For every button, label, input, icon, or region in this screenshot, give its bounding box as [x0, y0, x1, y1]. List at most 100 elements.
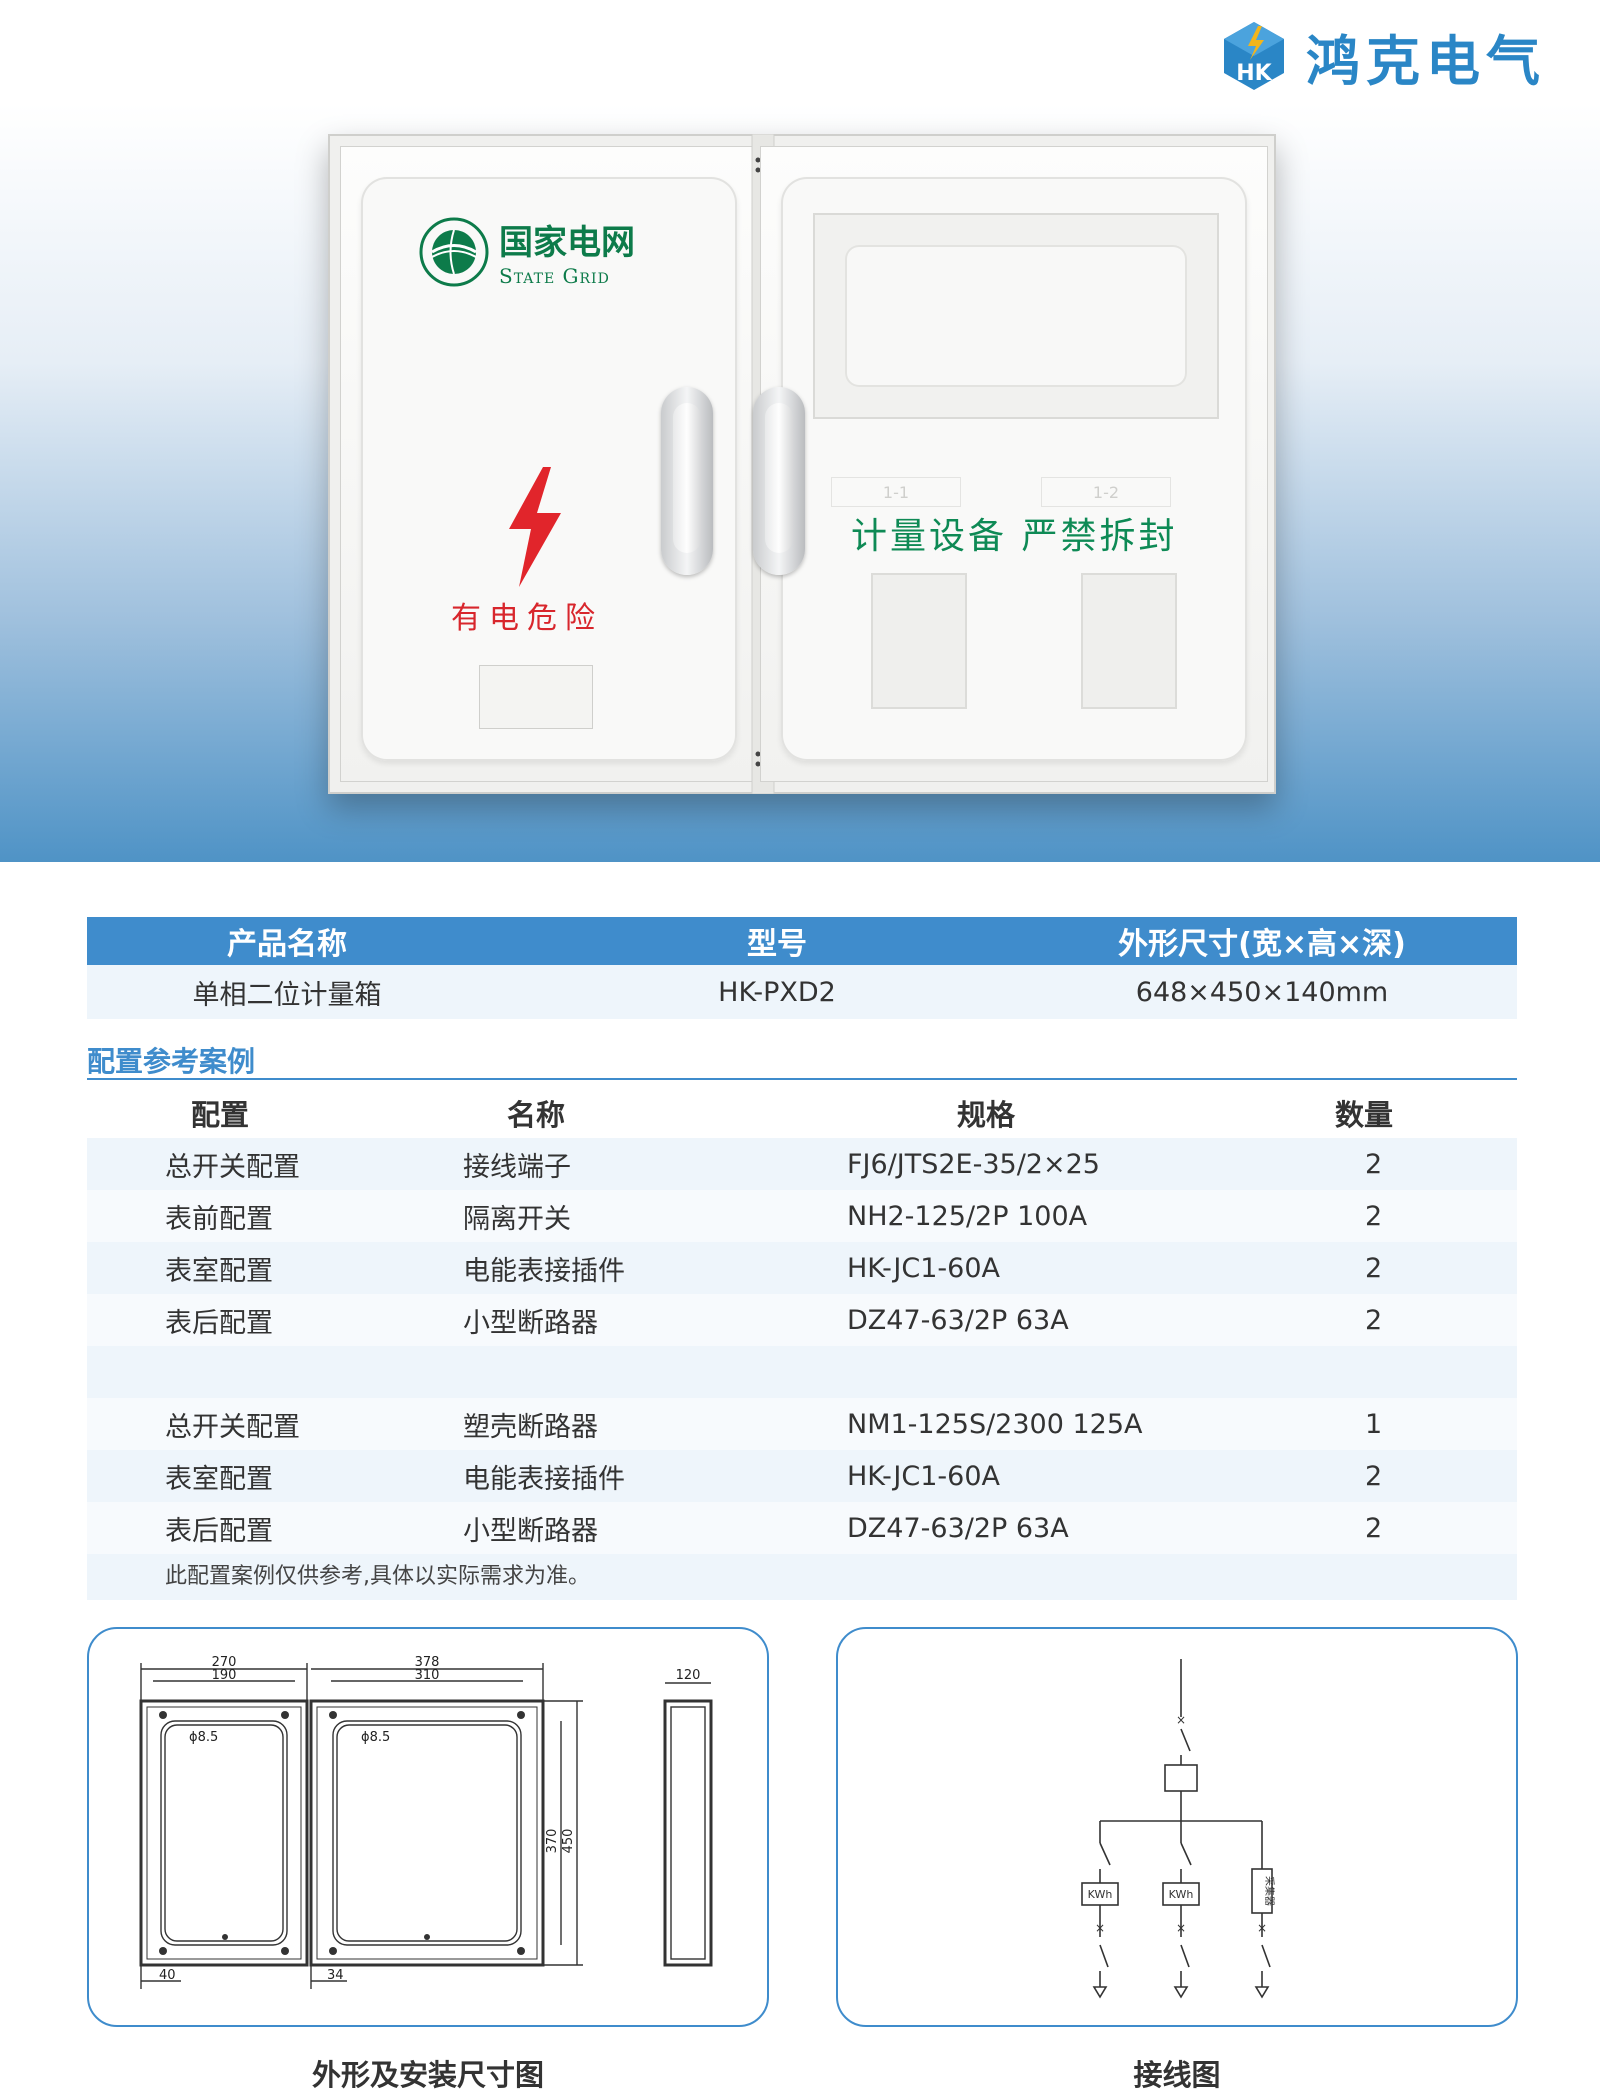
dim-right-inner: 310 [415, 1668, 440, 1683]
name-cell: 小型断路器 [463, 1307, 598, 1339]
spec-cell: HK-JC1-60A [847, 1252, 1000, 1284]
config-cell: 总开关配置 [165, 1411, 300, 1443]
spec-cell: DZ47-63/2P 63A [847, 1512, 1069, 1544]
dim-hole-right: ϕ8.5 [361, 1730, 390, 1745]
spec-cell: NM1-125S/2300 125A [847, 1408, 1143, 1440]
table-row: 总开关配置 塑壳断路器 NM1-125S/2300 125A 1 [87, 1398, 1517, 1450]
config-cell: 表前配置 [165, 1203, 273, 1235]
dim-left-inner: 190 [212, 1668, 237, 1683]
collector-label: 采集器 [1263, 1876, 1276, 1906]
slot-label-2: 1-2 [1041, 477, 1171, 507]
breaker-window [813, 213, 1219, 419]
meter-window-1 [871, 573, 967, 709]
spec-cell: DZ47-63/2P 63A [847, 1304, 1069, 1336]
config-title: 配置参考案例 [87, 1045, 256, 1078]
svg-text:×: × [1176, 1921, 1186, 1935]
config-cell: 表室配置 [165, 1463, 273, 1495]
qty-cell: 2 [1365, 1304, 1383, 1336]
slot-label-1: 1-1 [831, 477, 961, 507]
name-cell: 电能表接插件 [463, 1255, 625, 1287]
table-row: 表后配置 小型断路器 DZ47-63/2P 63A 2 [87, 1294, 1517, 1346]
left-door-handle [661, 387, 713, 575]
state-grid-cn: 国家电网 [499, 223, 635, 263]
right-door: 1-1 1-2 计量设备 严禁拆封 [753, 146, 1268, 782]
config-table-header: 配置 名称 规格 数量 [87, 1088, 1517, 1138]
brand-hexagon-icon: HK [1224, 22, 1284, 90]
dim-height-inner: 370 [545, 1829, 560, 1854]
config-divider [87, 1078, 1517, 1080]
name-cell: 接线端子 [463, 1151, 571, 1183]
config-table: 配置 名称 规格 数量 总开关配置 接线端子 FJ6/JTS2E-35/2×25… [87, 1088, 1517, 1600]
wiring-diagram-panel: KWh KWh 采集器 × × × × [836, 1627, 1518, 2027]
state-grid-en: State Grid [499, 264, 610, 288]
table-row-spacer [87, 1346, 1517, 1398]
brand-logo: HK 鸿克电气 [1222, 20, 1546, 93]
name-cell: 隔离开关 [463, 1203, 571, 1235]
config-table-body: 总开关配置 接线端子 FJ6/JTS2E-35/2×25 2 表前配置 隔离开关… [87, 1138, 1517, 1554]
meter-warning-label: 计量设备 严禁拆封 [851, 516, 1178, 557]
table-row: 表室配置 电能表接插件 HK-JC1-60A 2 [87, 1242, 1517, 1294]
dimension-drawing-panel: 270 190 378 310 120 ϕ8.5 ϕ8.5 40 34 370 … [87, 1627, 769, 2027]
svg-text:×: × [1176, 1713, 1186, 1727]
meter-window-2 [1081, 573, 1177, 709]
qty-cell: 2 [1365, 1200, 1383, 1232]
spec-header-model: 型号 [747, 927, 807, 962]
dim-offset-left: 40 [159, 1968, 176, 1983]
wiring-diagram-caption: 接线图 [1133, 2058, 1221, 2092]
spec-header-name: 产品名称 [227, 927, 347, 962]
meter-label-1: KWh [1088, 1888, 1113, 1901]
product-hero: HK 鸿克电气 国家电网 State Grid [0, 0, 1600, 862]
config-cell: 表室配置 [165, 1255, 273, 1287]
breaker-window-cover [845, 245, 1187, 387]
dim-right-outer: 378 [415, 1655, 440, 1670]
config-header-name: 名称 [507, 1098, 566, 1132]
spec-table-row: 单相二位计量箱 HK-PXD2 648×450×140mm [87, 965, 1517, 1019]
wiring-diagram: KWh KWh 采集器 × × × × [1081, 1659, 1276, 1999]
right-door-handle [753, 387, 805, 575]
lightning-bolt-icon [509, 467, 561, 587]
spec-cell: HK-JC1-60A [847, 1460, 1000, 1492]
dimension-drawing-caption: 外形及安装尺寸图 [311, 2058, 544, 2092]
dim-hole-left: ϕ8.5 [189, 1730, 218, 1745]
name-plate [479, 665, 593, 729]
spec-cell-size: 648×450×140mm [1135, 976, 1389, 1008]
name-cell: 塑壳断路器 [463, 1411, 598, 1443]
config-cell: 总开关配置 [165, 1151, 300, 1183]
qty-cell: 1 [1365, 1408, 1383, 1440]
qty-cell: 2 [1365, 1460, 1383, 1492]
config-header-spec: 规格 [957, 1098, 1016, 1132]
config-cell: 表后配置 [165, 1307, 273, 1339]
state-grid-logo: 国家电网 State Grid [419, 215, 635, 288]
spec-header-size: 外形尺寸(宽×高×深) [1118, 927, 1406, 962]
spec-table-header: 产品名称 型号 外形尺寸(宽×高×深) [87, 917, 1517, 965]
svg-text:×: × [1257, 1921, 1267, 1935]
spec-table: 产品名称 型号 外形尺寸(宽×高×深) 单相二位计量箱 HK-PXD2 648×… [87, 917, 1517, 1019]
left-door: 国家电网 State Grid 有电危险 [340, 146, 758, 782]
spec-cell: NH2-125/2P 100A [847, 1200, 1088, 1232]
qty-cell: 2 [1365, 1148, 1383, 1180]
table-row: 总开关配置 接线端子 FJ6/JTS2E-35/2×25 2 [87, 1138, 1517, 1190]
qty-cell: 2 [1365, 1512, 1383, 1544]
config-header-qty: 数量 [1335, 1098, 1394, 1132]
config-note: 此配置案例仅供参考,具体以实际需求为准。 [87, 1554, 1517, 1600]
dim-left-outer: 270 [212, 1655, 237, 1670]
meter-label-2: KWh [1169, 1888, 1194, 1901]
config-header-config: 配置 [191, 1098, 250, 1132]
state-grid-globe-icon [419, 217, 489, 286]
spec-cell-name: 单相二位计量箱 [192, 979, 382, 1011]
table-row: 表后配置 小型断路器 DZ47-63/2P 63A 2 [87, 1502, 1517, 1554]
dim-height-outer: 450 [561, 1829, 576, 1854]
qty-cell: 2 [1365, 1252, 1383, 1284]
brand-letters: HK [1236, 61, 1272, 86]
table-row: 表室配置 电能表接插件 HK-JC1-60A 2 [87, 1450, 1517, 1502]
spec-cell: FJ6/JTS2E-35/2×25 [847, 1148, 1100, 1180]
dim-depth: 120 [676, 1668, 701, 1683]
spec-cell-model: HK-PXD2 [718, 976, 836, 1008]
dim-offset-right: 34 [327, 1968, 344, 1983]
danger-label: 有电危险 [451, 601, 603, 636]
brand-name: 鸿克电气 [1306, 29, 1546, 93]
name-cell: 电能表接插件 [463, 1463, 625, 1495]
svg-text:×: × [1095, 1921, 1105, 1935]
config-cell: 表后配置 [165, 1515, 273, 1547]
name-cell: 小型断路器 [463, 1515, 598, 1547]
